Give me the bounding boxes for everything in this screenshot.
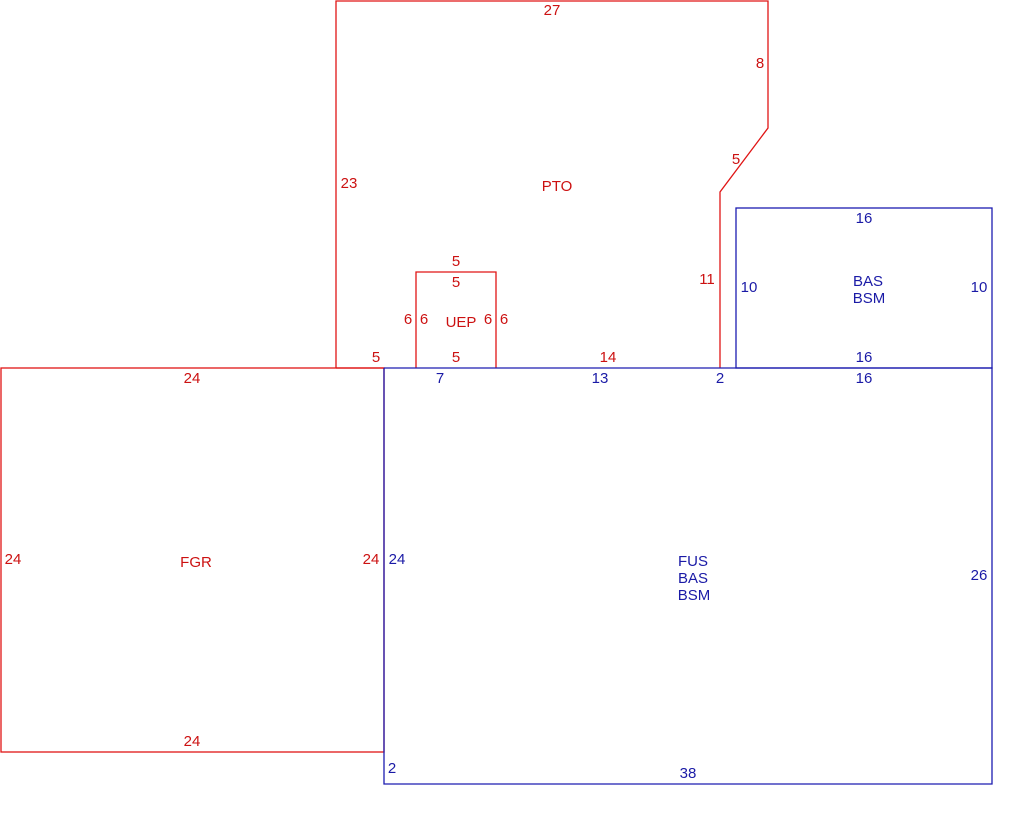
pto-label: PTO <box>542 178 573 195</box>
fus-dim-top-c: 2 <box>716 370 724 387</box>
pto-dim-top: 27 <box>544 2 561 19</box>
fus-outline <box>383 367 993 785</box>
bas-dim-right: 10 <box>971 279 988 296</box>
uep-dim-bottom: 5 <box>452 349 460 366</box>
fus-dim-top-a: 7 <box>436 370 444 387</box>
pto-outline <box>335 0 769 368</box>
bas-label-line2: BSM <box>853 290 886 307</box>
fgr-dim-right: 24 <box>363 551 380 568</box>
uep-dim-right-inner: 6 <box>484 311 492 328</box>
bas-dim-bottom: 16 <box>856 349 873 366</box>
uep-dim-left-outer: 6 <box>404 311 412 328</box>
fus-dim-left: 24 <box>389 551 406 568</box>
pto-dim-right-lower: 11 <box>699 271 715 288</box>
fgr-dim-top: 24 <box>184 370 201 387</box>
fus-label-line1: FUS <box>678 553 708 570</box>
uep-label: UEP <box>446 314 477 331</box>
bas-dim-top: 16 <box>856 210 873 227</box>
fgr-dim-bottom: 24 <box>184 733 201 750</box>
uep-dim-top-outer: 5 <box>452 253 460 270</box>
pto-dim-diagonal: 5 <box>732 151 740 168</box>
pto-dim-bottom-left: 5 <box>372 349 380 366</box>
fus-dim-right: 26 <box>971 567 988 584</box>
pto-dim-bottom-right: 14 <box>600 349 617 366</box>
uep-outline <box>415 271 497 368</box>
bas-dim-left: 10 <box>741 279 758 296</box>
bas-label-line1: BAS <box>853 273 883 290</box>
fus-dim-left-step: 2 <box>388 760 396 777</box>
pto-dim-left: 23 <box>341 175 358 192</box>
fus-dim-bottom: 38 <box>680 765 697 782</box>
fus-label-line3: BSM <box>678 587 711 604</box>
fgr-label: FGR <box>180 554 212 571</box>
fgr-dim-left: 24 <box>5 551 22 568</box>
uep-dim-left-inner: 6 <box>420 311 428 328</box>
uep-dim-top-inner: 5 <box>452 274 460 291</box>
fus-dim-top-b: 13 <box>592 370 609 387</box>
fus-dim-top-d: 16 <box>856 370 873 387</box>
fus-label-line2: BAS <box>678 570 708 587</box>
uep-dim-right-outer: 6 <box>500 311 508 328</box>
pto-dim-right-upper: 8 <box>756 55 764 72</box>
